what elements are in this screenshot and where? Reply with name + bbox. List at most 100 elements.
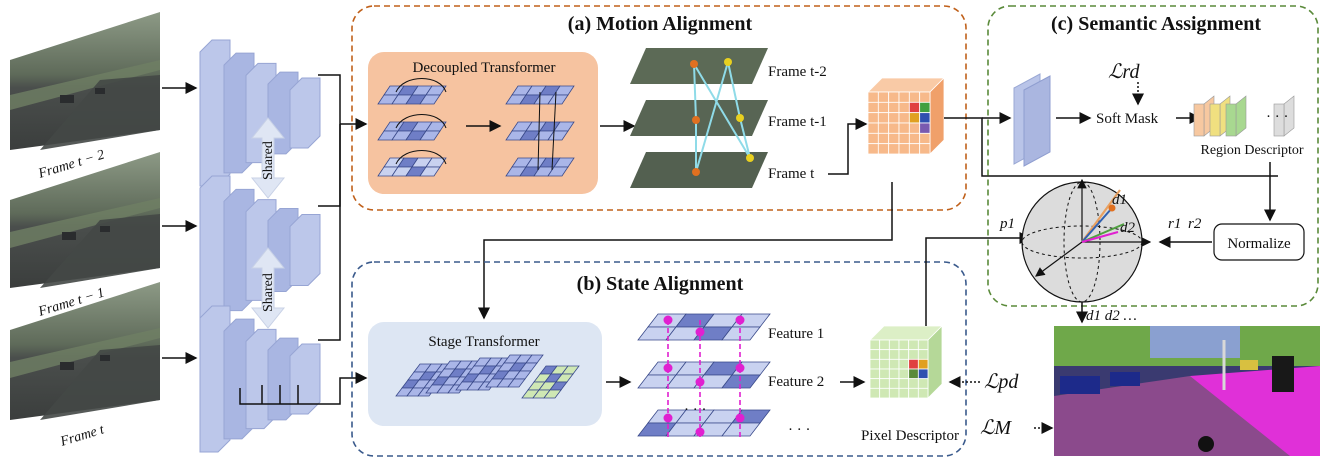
encoder-block — [199, 305, 231, 453]
cube-cell — [908, 91, 921, 103]
encoder-block — [199, 39, 231, 187]
cube-cell — [867, 112, 879, 124]
state-alignment-box — [351, 261, 967, 457]
feature-label-2: Feature 2 — [768, 374, 824, 390]
motion-frame-label-1: Frame t-1 — [768, 114, 827, 130]
frame-stack — [630, 48, 768, 188]
pixel-descriptor-label: Pixel Descriptor — [861, 428, 959, 444]
region-bar-side — [1235, 95, 1247, 137]
r1-label: r1 — [1168, 216, 1181, 232]
grid-cell — [721, 326, 761, 341]
shared-label-top: Shared — [261, 141, 276, 180]
cube-cell — [908, 101, 921, 114]
cube-cell — [919, 91, 931, 103]
cube-cell — [917, 368, 929, 380]
cube-cell — [877, 91, 890, 103]
input-frame-t-2 — [10, 12, 160, 150]
cube-cell — [869, 378, 881, 389]
decoupled-grid-left — [377, 157, 447, 177]
feature-ellipsis: · · · — [788, 422, 811, 438]
cube-cell — [869, 387, 881, 399]
decoupled-grid-left — [377, 121, 447, 141]
cube-cell — [908, 358, 919, 370]
region-descriptor-label: Region Descriptor — [1200, 143, 1303, 158]
attention-arc — [395, 114, 447, 129]
cube-cell — [869, 339, 881, 351]
cube-cell — [867, 143, 879, 155]
grid-cell — [721, 374, 761, 389]
cube-cell — [877, 132, 890, 145]
cube-cell — [888, 339, 900, 351]
region-descriptor-bars — [1193, 95, 1295, 137]
grid-cell — [419, 130, 441, 141]
cube-cell — [888, 112, 900, 124]
cube-cell — [919, 101, 931, 114]
d-list-label: d1 d2 … — [1086, 308, 1137, 324]
feature-label-1: Feature 1 — [768, 326, 824, 342]
cube-cell — [898, 358, 910, 370]
loss-pd: ℒpd — [984, 371, 1019, 393]
cube-cell — [898, 143, 910, 155]
encoder-stack-2 — [199, 305, 321, 453]
feature-stack-ellipsis: · · · — [684, 402, 707, 418]
cube-cell — [919, 143, 931, 155]
semantic-encoder — [1013, 73, 1051, 167]
cube-cell — [898, 132, 910, 145]
cube-cell — [898, 349, 910, 360]
cube-cell — [908, 112, 921, 124]
cube-cell — [888, 132, 900, 145]
encoder-stack-0 — [199, 39, 321, 187]
cube-cell — [888, 378, 900, 389]
normalize-box — [1213, 223, 1305, 261]
grid-cell — [547, 130, 569, 141]
motion-alignment-box — [351, 5, 967, 211]
cube-cell — [879, 339, 890, 351]
cube-cell — [898, 339, 910, 351]
cube-cell — [867, 91, 879, 103]
stage-grid-green — [521, 365, 580, 399]
cube-cell — [917, 358, 929, 370]
input-frame-t — [10, 282, 160, 420]
hypersphere — [1021, 178, 1152, 303]
cube-cell — [919, 112, 931, 124]
cube-cell — [879, 358, 890, 370]
r2-label: r2 — [1188, 216, 1202, 232]
cube-cell — [898, 378, 910, 389]
cube-cell — [869, 358, 881, 370]
motion-feature-cube — [867, 77, 945, 155]
cube-cell — [908, 387, 919, 399]
cube-cell — [888, 91, 900, 103]
cube-cell — [877, 143, 890, 155]
shared-arrow-top: Shared — [250, 117, 286, 199]
cube-cell — [877, 122, 890, 134]
cube-cell — [898, 91, 910, 103]
decoupled-grid-right — [505, 121, 575, 141]
stage-transformer-title: Stage Transformer — [428, 334, 539, 350]
semantic-assignment-title: (c) Semantic Assignment — [1051, 13, 1261, 35]
cube-cell — [917, 349, 929, 360]
cross-frame-link — [551, 91, 557, 171]
segmentation-output — [1054, 326, 1320, 456]
cube-cell — [908, 132, 921, 145]
cube-cell — [919, 122, 931, 134]
cube-cell — [879, 387, 890, 399]
encoder-stack-1 — [199, 175, 321, 325]
region-bar — [1209, 103, 1221, 137]
pixel-descriptor-cube — [869, 325, 943, 399]
cube-cell — [917, 339, 929, 351]
grid-cell — [547, 94, 569, 105]
cube-cell — [898, 387, 910, 399]
feature-map-1 — [637, 361, 771, 389]
region-bar — [1273, 103, 1285, 137]
cube-cell — [898, 368, 910, 380]
decoupled-transformer-title: Decoupled Transformer — [413, 60, 556, 76]
motion-frame-label-2: Frame t — [768, 166, 815, 182]
decoupled-grid-left — [377, 85, 447, 105]
loss-m: ℒM — [980, 417, 1012, 439]
semantic-assignment-box — [987, 5, 1319, 307]
feature-map-2 — [637, 409, 771, 437]
cube-cell — [898, 112, 910, 124]
cross-frame-link — [537, 91, 541, 171]
shared-label-bottom: Shared — [261, 273, 276, 312]
loss-rd: ℒrd — [1108, 61, 1140, 83]
